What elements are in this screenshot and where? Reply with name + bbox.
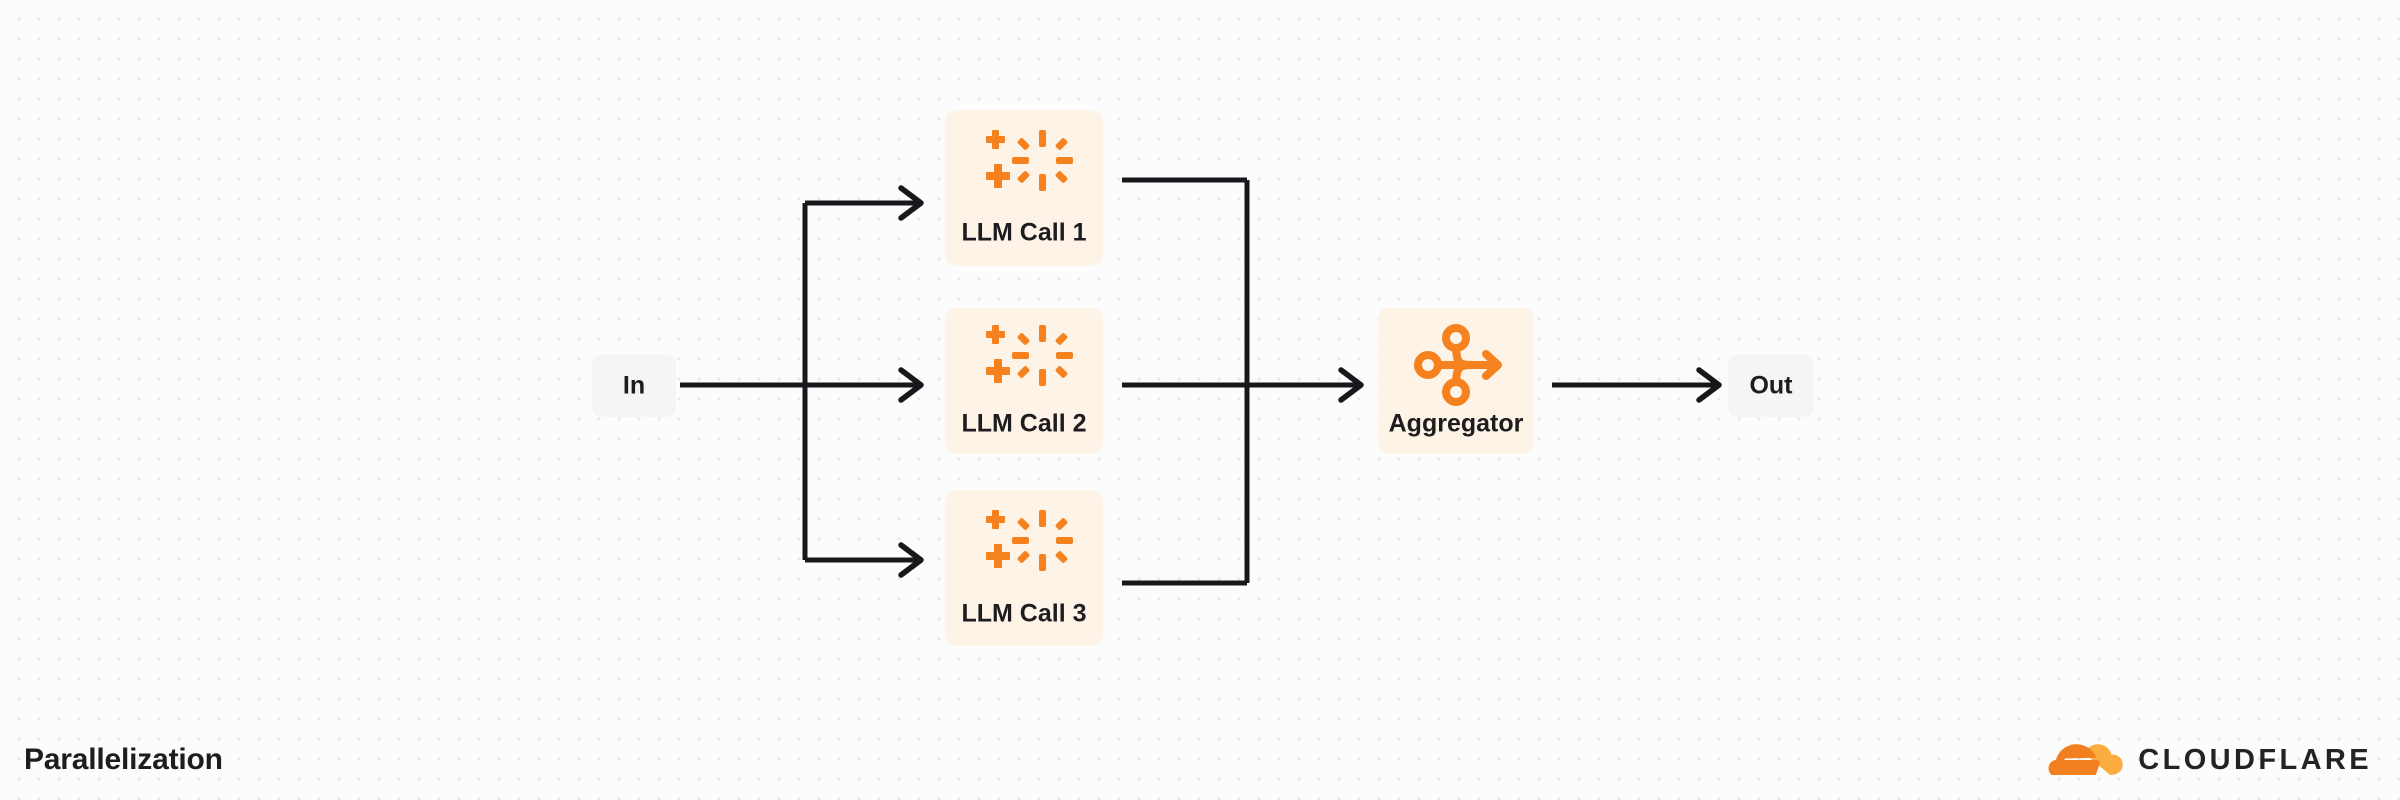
llm-call-2-label: LLM Call 2 <box>961 410 1086 438</box>
node-aggregator[interactable]: Aggregator <box>1378 308 1534 454</box>
cloudflare-brand: CLOUDFLARE <box>2048 742 2372 778</box>
arrowhead-aggregator <box>1338 367 1364 403</box>
out-label: Out <box>1749 372 1793 400</box>
llm-call-1-label: LLM Call 1 <box>961 219 1086 247</box>
aggregator-label: Aggregator <box>1389 410 1524 438</box>
llm-call-1-box[interactable] <box>945 110 1103 266</box>
arrowhead-out <box>1696 367 1722 403</box>
llm-call-2-box[interactable] <box>945 308 1103 454</box>
connectors <box>680 177 1722 586</box>
merge-aggregate-icon <box>1414 324 1502 406</box>
llm-call-3-box[interactable] <box>945 490 1103 646</box>
ai-sparkle-icon <box>986 325 1073 386</box>
node-llm-call-2[interactable]: LLM Call 2 <box>945 308 1103 454</box>
node-out[interactable]: Out <box>1728 355 1814 417</box>
cloudflare-cloud-logo <box>2048 744 2123 775</box>
node-llm-call-1[interactable]: LLM Call 1 <box>945 110 1103 266</box>
in-label: In <box>623 372 645 400</box>
ai-sparkle-icon <box>986 130 1073 191</box>
node-llm-call-3[interactable]: LLM Call 3 <box>945 490 1103 646</box>
arrowhead-llm3 <box>898 542 924 578</box>
arrowhead-llm2 <box>898 367 924 403</box>
ai-sparkle-icon <box>986 510 1073 571</box>
arrowhead-llm1 <box>898 185 924 221</box>
cloudflare-wordmark: CLOUDFLARE <box>2138 743 2372 776</box>
out-box[interactable] <box>1728 355 1814 417</box>
in-box[interactable] <box>592 355 676 417</box>
diagram-caption: Parallelization <box>24 743 223 776</box>
node-in[interactable]: In <box>592 355 676 417</box>
llm-call-3-label: LLM Call 3 <box>961 600 1086 628</box>
